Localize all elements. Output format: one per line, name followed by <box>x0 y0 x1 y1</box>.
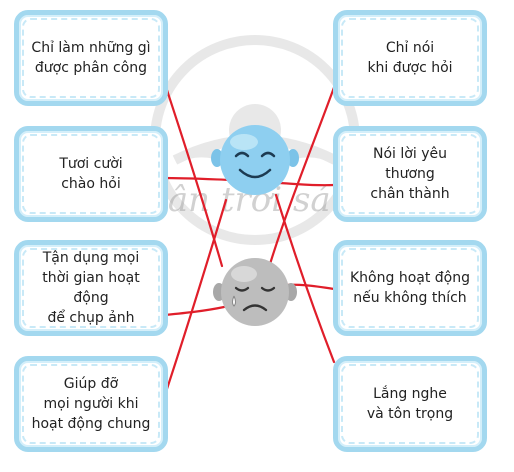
card-left-4-text: Giúp đỡ mọi người khi hoạt động chung <box>31 376 151 432</box>
card-right-2: Nói lời yêu thương chân thành <box>333 126 487 222</box>
card-right-4: Lắng nghe và tôn trọng <box>333 356 487 452</box>
line-left3-to-sad <box>163 305 226 317</box>
card-right-3-text: Không hoạt động nếu không thích <box>350 270 470 306</box>
line-right2-to-happy <box>276 181 336 187</box>
sad-face-icon <box>213 258 297 326</box>
card-left-3: Tận dụng mọi thời gian hoạt động để chụp… <box>14 240 168 336</box>
line-right4-to-happy <box>274 193 336 364</box>
card-right-1: Chỉ nói khi được hỏi <box>333 10 487 106</box>
line-right1-to-sad <box>268 80 338 266</box>
card-left-1: Chỉ làm những gì được phân công <box>14 10 168 106</box>
card-left-2: Tươi cười chào hỏi <box>14 126 168 222</box>
happy-face-icon <box>211 125 299 195</box>
card-left-4: Giúp đỡ mọi người khi hoạt động chung <box>14 356 168 452</box>
card-right-1-text: Chỉ nói khi được hỏi <box>367 40 453 76</box>
card-left-3-text: Tận dụng mọi thời gian hoạt động để chụp… <box>42 250 140 326</box>
card-right-2-text: Nói lời yêu thương chân thành <box>370 146 450 202</box>
card-right-3: Không hoạt động nếu không thích <box>333 240 487 336</box>
card-left-1-text: Chỉ làm những gì được phân công <box>31 40 151 76</box>
card-right-4-text: Lắng nghe và tôn trọng <box>366 386 454 422</box>
line-left2-to-happy <box>160 176 234 182</box>
card-left-2-text: Tươi cười chào hỏi <box>59 156 123 192</box>
